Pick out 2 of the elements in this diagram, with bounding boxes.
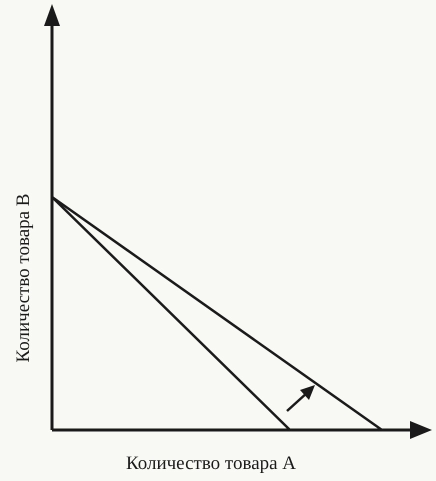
y-axis-label: Количество товара B <box>13 194 35 362</box>
x-axis-label: Количество товара A <box>126 453 296 475</box>
